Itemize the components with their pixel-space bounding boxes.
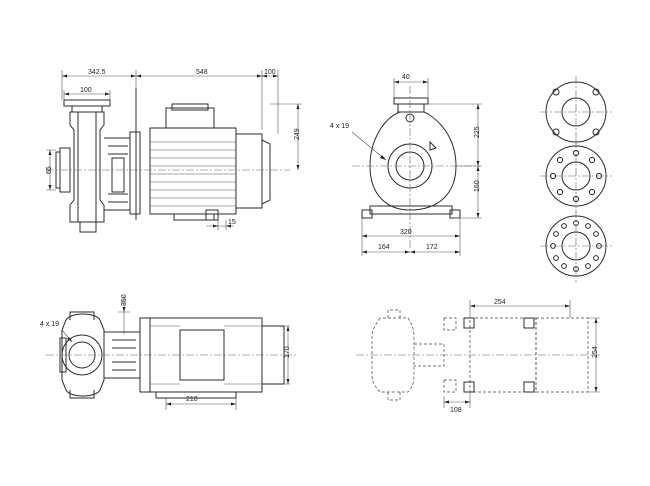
dim-170: 170 [284,346,291,358]
flange-12-hole [540,210,612,282]
flange-views [540,76,612,282]
side-dimensions: 40 4 x 19 225 160 320 164 172 [330,74,482,256]
dim-100-inlet: 100 [80,87,92,94]
front-coupling [104,88,141,220]
dim-side-holes: 4 x 19 [330,123,349,130]
base-dimensions: 254 254 108 [443,299,600,414]
dim-40: 40 [402,74,410,81]
top-view: 4 x 19 350 210 170 [40,294,298,410]
dim-254-side: 254 [592,346,599,358]
front-motor [149,103,271,221]
dim-100-top: 100 [264,69,276,76]
side-pump-body [361,97,461,219]
dim-65: 65 [46,166,53,174]
dim-548: 548 [196,69,208,76]
dim-108: 108 [450,407,462,414]
dim-top-holes: 4 x 19 [40,321,59,328]
base-view: 254 254 108 [356,299,600,414]
dim-210: 210 [186,396,198,403]
side-view: 40 4 x 19 225 160 320 164 172 [330,74,482,256]
dim-342-5: 342.5 [88,69,106,76]
dim-160: 160 [474,180,481,192]
dim-254-top: 254 [494,299,506,306]
dim-172: 172 [426,244,438,251]
dim-225: 225 [474,126,481,138]
dim-164: 164 [378,244,390,251]
dim-249: 249 [294,128,301,140]
flange-8-hole [540,140,612,212]
dim-15: 15 [228,219,236,226]
dim-320: 320 [400,229,412,236]
front-view: 342.5 548 100 100 65 249 15 [46,69,302,233]
top-motor [149,317,285,399]
flange-4-hole [540,76,612,148]
front-dimensions: 342.5 548 100 100 65 249 15 [46,69,302,230]
top-dimensions: 4 x 19 350 210 170 [40,294,291,410]
front-pump-casing [55,99,111,233]
dim-350: 350 [121,294,128,306]
